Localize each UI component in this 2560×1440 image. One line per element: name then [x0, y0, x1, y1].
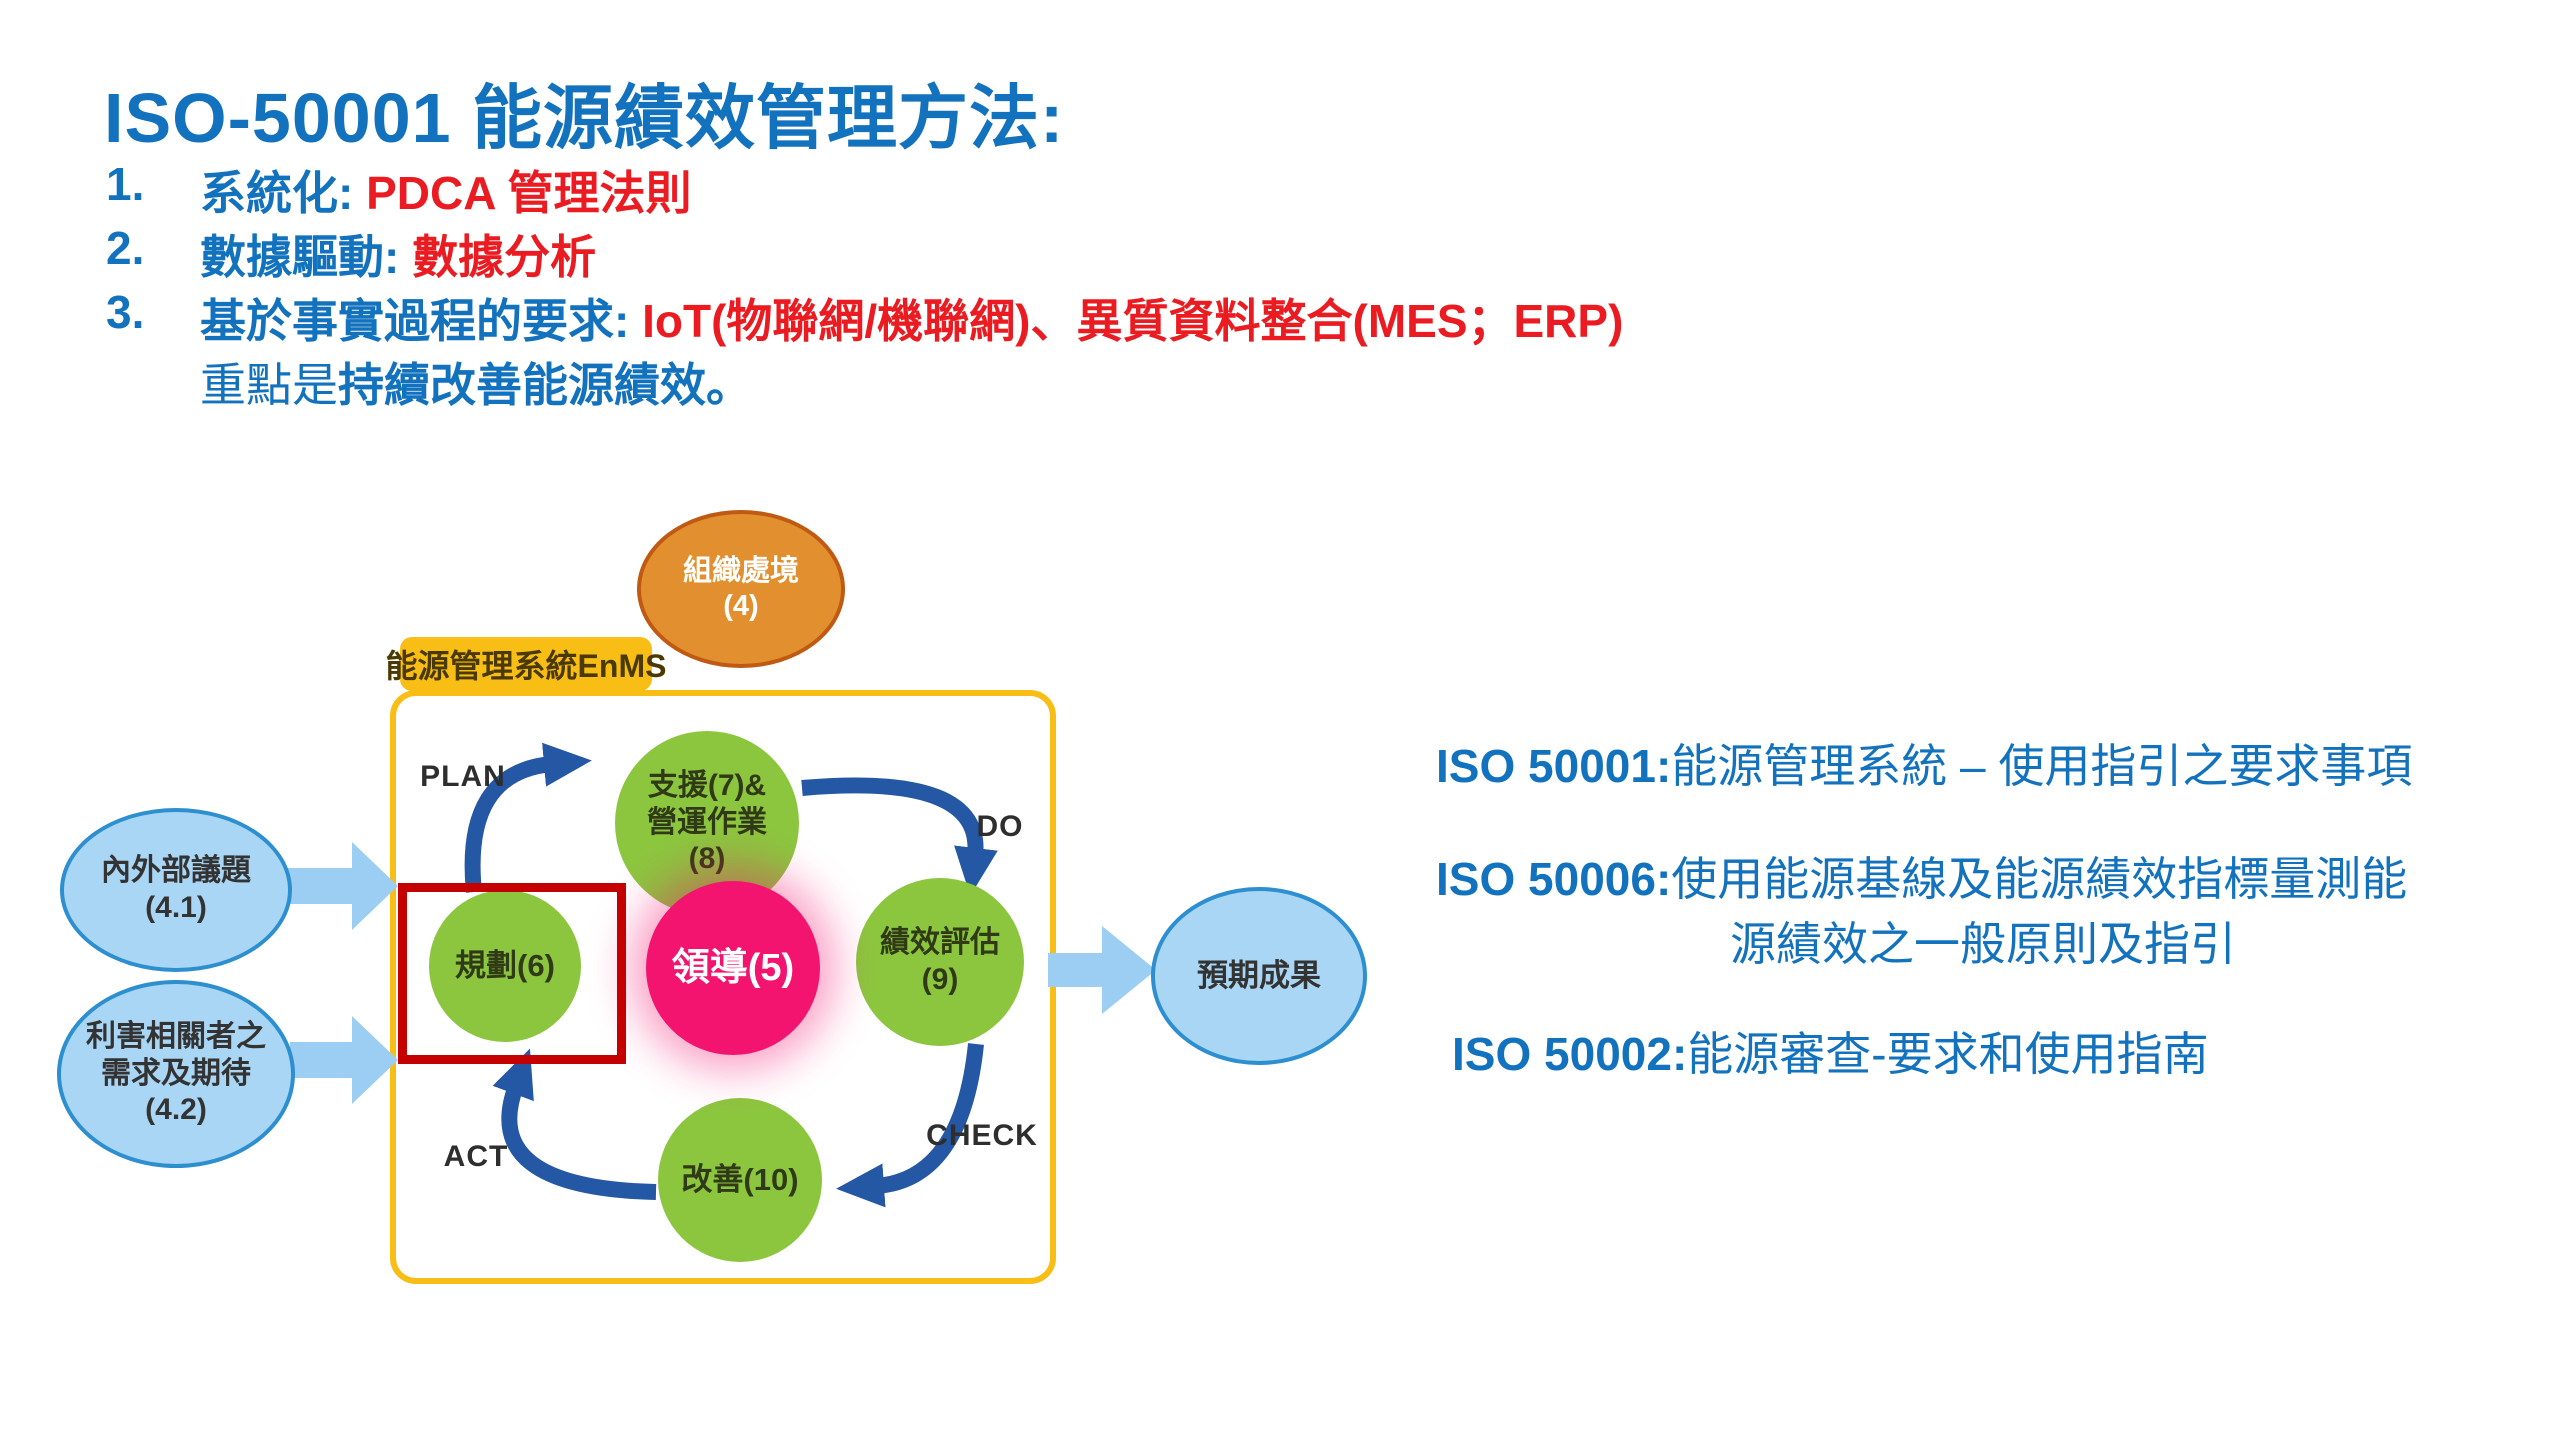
list-accent: IoT(物聯網/機聯網)、異質資料整合(MES；ERP) [642, 295, 1624, 347]
node-label: 改善(10) [681, 1162, 799, 1198]
standard-iso50006: ISO 50006:使用能源基線及能源績效指標量測能 [1436, 843, 2407, 909]
node-label: 需求及期待 [101, 1056, 251, 1090]
node-label: 支援(7)& [647, 769, 767, 803]
improvement-node: 改善(10) [658, 1098, 822, 1262]
node-label: 內外部議題 [101, 854, 251, 888]
planning-node: 規劃(6) [429, 890, 581, 1042]
node-clause: (4.2) [145, 1093, 207, 1127]
list-accent: 數據分析 [412, 231, 597, 283]
standard-iso50002: ISO 50002:能源審查-要求和使用指南 [1452, 1018, 2209, 1084]
list-note: 重點是持續改善能源績效。 [200, 349, 752, 415]
planning-highlight-rectangle [398, 883, 626, 1064]
node-clause: (4.1) [145, 891, 207, 924]
performance-evaluation-node: 績效評估 (9) [856, 878, 1024, 1046]
standard-code: ISO 50002: [1452, 1028, 1688, 1080]
list-number: 2. [106, 222, 145, 274]
node-clause: (8) [688, 842, 726, 876]
node-label: 績效評估 [880, 926, 1000, 960]
input-arrow-issues [286, 842, 398, 930]
standard-iso50001: ISO 50001:能源管理系統 – 使用指引之要求事項 [1436, 730, 2412, 796]
standard-desc: 能源管理系統 – 使用指引之要求事項 [1671, 740, 2413, 792]
standard-desc: 能源審查-要求和使用指南 [1687, 1028, 2209, 1080]
list-number: 3. [106, 286, 145, 338]
output-arrow [1048, 926, 1156, 1014]
node-label: 規劃(6) [455, 948, 555, 984]
leadership-node: 領導(5) [646, 881, 820, 1055]
note-bold: 持續改善能源績效。 [338, 359, 752, 411]
input-arrow-stakeholders [290, 1016, 398, 1104]
organization-context-node: 組織處境 (4) [637, 510, 845, 668]
node-clause: (9) [921, 963, 959, 996]
check-label: CHECK [926, 1119, 1038, 1152]
enms-label: 能源管理系統EnMS [386, 637, 666, 691]
standard-code: ISO 50001: [1436, 740, 1672, 792]
act-label: ACT [443, 1140, 509, 1173]
internal-external-issues-node: 內外部議題 (4.1) [60, 808, 292, 972]
list-number: 1. [106, 158, 145, 210]
list-lead: 系統化: [200, 167, 367, 219]
standard-desc: 使用能源基線及能源績效指標量測能 [1671, 853, 2408, 905]
standard-code: ISO 50006: [1436, 853, 1672, 905]
node-label: 營運作業 [647, 805, 767, 839]
note-plain: 重點是 [200, 359, 338, 411]
list-lead: 數據驅動: [200, 231, 413, 283]
do-label: DO [976, 810, 1024, 843]
list-lead: 基於事實過程的要求: [200, 295, 643, 347]
standard-iso50006-line2: 源績效之一般原則及指引 [1730, 918, 2236, 970]
list-accent: PDCA 管理法則 [366, 167, 692, 219]
expected-results-node: 預期成果 [1151, 887, 1367, 1065]
node-label: 領導(5) [671, 946, 795, 989]
plan-label: PLAN [420, 760, 506, 793]
node-clause: (4) [723, 590, 759, 622]
page-title: ISO-50001 能源績效管理方法: [104, 79, 1065, 157]
stakeholder-needs-node: 利害相關者之 需求及期待 (4.2) [57, 980, 295, 1168]
node-label: 組織處境 [682, 554, 799, 587]
node-label: 預期成果 [1197, 958, 1321, 994]
node-label: 利害相關者之 [86, 1020, 266, 1054]
